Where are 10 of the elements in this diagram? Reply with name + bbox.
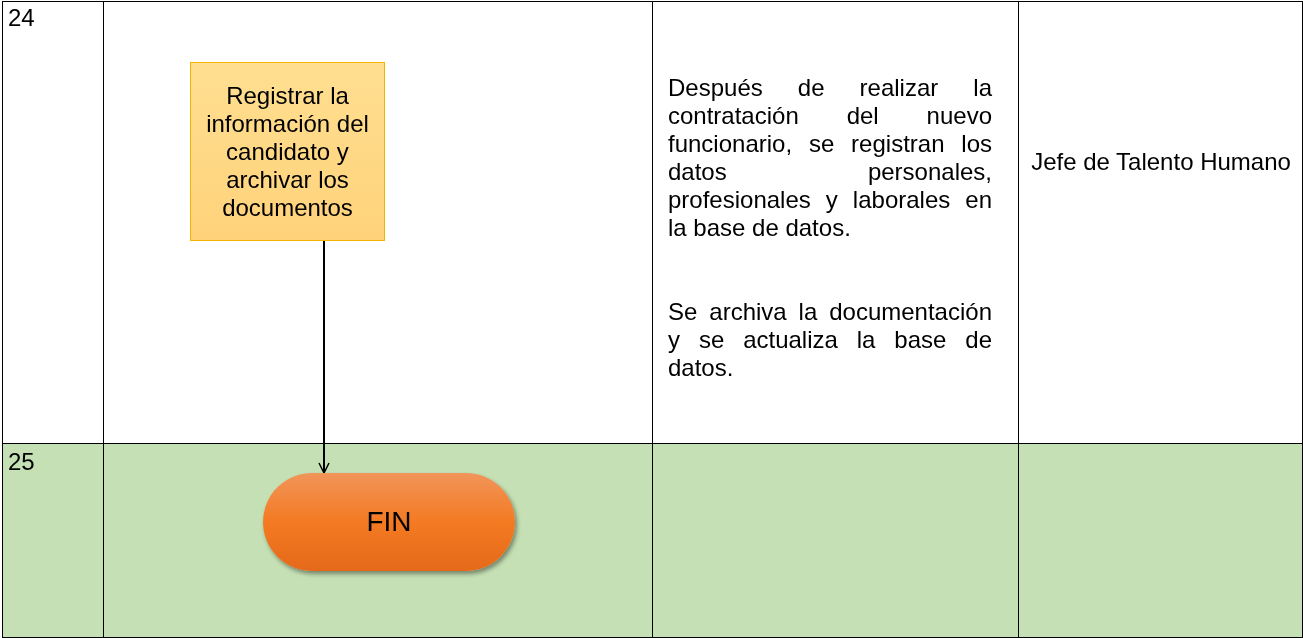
description-text: Se archiva la documentación y se actualiza la base de datos.: [668, 298, 992, 382]
node-text: FIN: [365, 508, 413, 536]
responsible-text: Jefe de Talento Humano: [1030, 148, 1292, 176]
node-text: Registrar la información del candidato y archivar los documentos: [205, 81, 370, 222]
row-number: 25: [8, 448, 35, 476]
process-box: [190, 62, 385, 241]
arrow: [318, 240, 330, 474]
terminal-pill: [263, 473, 515, 571]
row-number: 24: [8, 4, 35, 32]
description-text: Después de realizar la contratación del nuevo funcionario, se registran los datos personales, profesionales y laborales en la base de datos.: [668, 74, 992, 242]
